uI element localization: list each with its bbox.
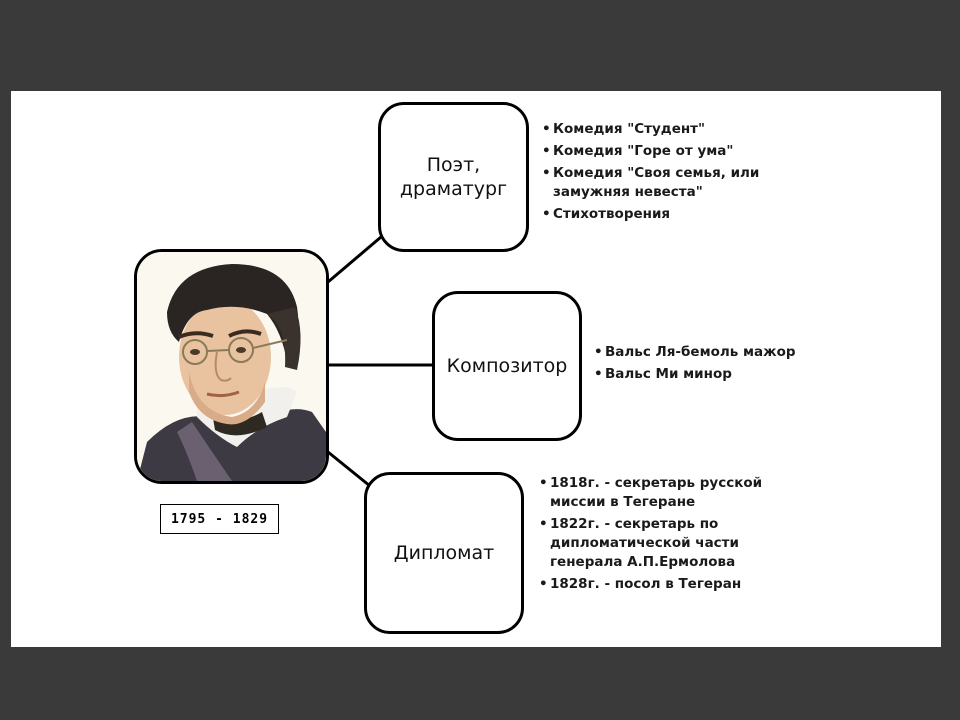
diplomat-career-list: 1818г. - секретарь русской миссии в Теге…	[539, 474, 779, 597]
list-item: Комедия "Горе от ума"	[542, 142, 772, 161]
list-item: 1822г. - секретарь по дипломатической ча…	[539, 515, 765, 572]
node-diplomat: Дипломат	[364, 472, 524, 634]
list-item: Стихотворения	[542, 205, 772, 224]
list-item: 1828г. - посол в Тегеран	[539, 575, 779, 594]
life-dates-label: 1795 - 1829	[160, 504, 279, 534]
list-item: 1818г. - секретарь русской миссии в Теге…	[539, 474, 775, 512]
node-poet-title: Поэт, драматург	[400, 153, 507, 201]
node-diplomat-title: Дипломат	[393, 542, 495, 564]
portrait-image	[134, 249, 329, 484]
list-item: Комедия "Студент"	[542, 120, 772, 139]
node-poet-title-line2: драматург	[399, 178, 508, 200]
list-item: Вальс Ми минор	[594, 365, 834, 384]
node-poet-title-line1: Поэт,	[426, 154, 481, 176]
node-poet-playwright: Поэт, драматург	[378, 102, 529, 252]
list-item: Комедия "Своя семья, или замужняя невест…	[542, 164, 763, 202]
node-composer-title: Композитор	[446, 355, 568, 377]
portrait-icon	[137, 252, 326, 481]
poet-works-list: Комедия "Студент" Комедия "Горе от ума" …	[542, 120, 772, 227]
node-composer: Композитор	[432, 291, 582, 441]
composer-works-list: Вальс Ля-бемоль мажор Вальс Ми минор	[594, 343, 834, 387]
list-item: Вальс Ля-бемоль мажор	[594, 343, 834, 362]
